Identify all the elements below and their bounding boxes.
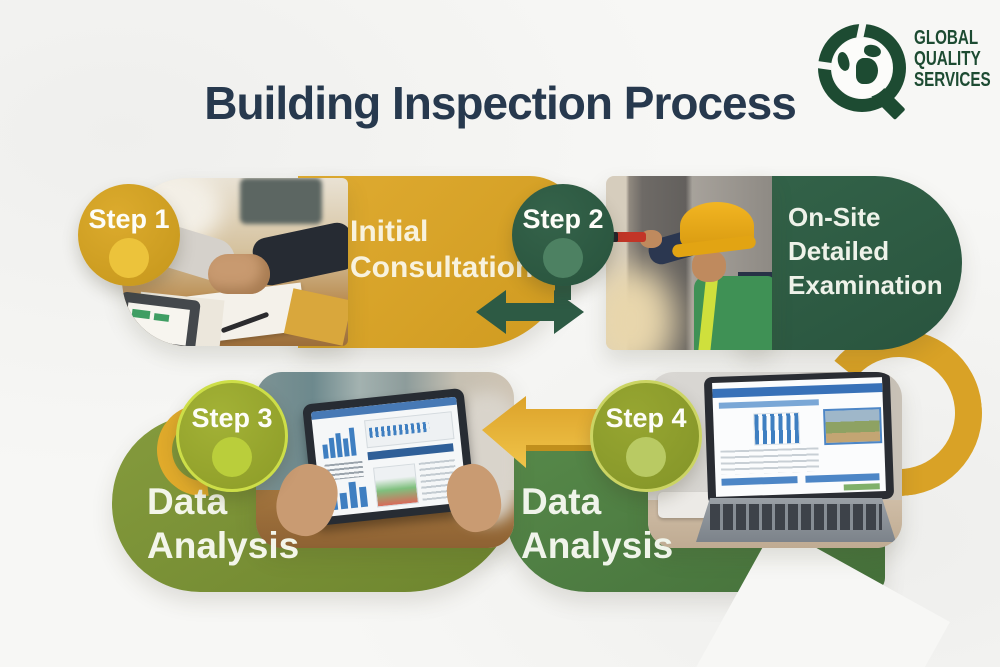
step1-badge-text: Step 1: [88, 204, 170, 234]
step4-badge: Step 4: [590, 380, 702, 492]
double-arrow-step1-step2-icon: [476, 290, 584, 334]
photo-inspector: [606, 176, 772, 350]
step4-badge-text: Step 4: [605, 403, 687, 433]
step1-badge-dot: [109, 238, 149, 278]
laptop-dashboard: [712, 377, 886, 497]
handshake-hands: [208, 254, 270, 294]
step3-badge-dot: [212, 437, 252, 477]
step3-badge: Step 3: [176, 380, 288, 492]
step3-badge-text: Step 3: [191, 403, 273, 433]
logo-wordmark: GLOBAL QUALITY SERVICES: [914, 28, 991, 91]
step2-badge-dot: [543, 238, 583, 278]
step4-badge-dot: [626, 437, 666, 477]
inspection-tool: [614, 232, 646, 242]
logo-line-3: SERVICES: [914, 69, 991, 91]
step3-label: Data Analysis: [147, 481, 300, 566]
step2-badge-text: Step 2: [522, 204, 604, 234]
globe-q-icon: [814, 20, 906, 121]
logo-line-1: GLOBAL: [914, 27, 979, 49]
photo-tablet-analysis: [256, 372, 514, 548]
company-logo: GLOBAL QUALITY SERVICES: [814, 18, 994, 121]
logo-line-2: QUALITY: [914, 48, 981, 70]
step2-pill: [738, 176, 962, 350]
page-title: Building Inspection Process: [204, 77, 797, 129]
step4-label: Data Analysis: [521, 481, 674, 566]
step2-label: On-Site Detailed Examination: [788, 202, 943, 300]
step1-label: Initial Consultation: [350, 215, 534, 284]
step1-badge: Step 1: [78, 184, 180, 286]
step2-badge: Step 2: [512, 184, 614, 286]
